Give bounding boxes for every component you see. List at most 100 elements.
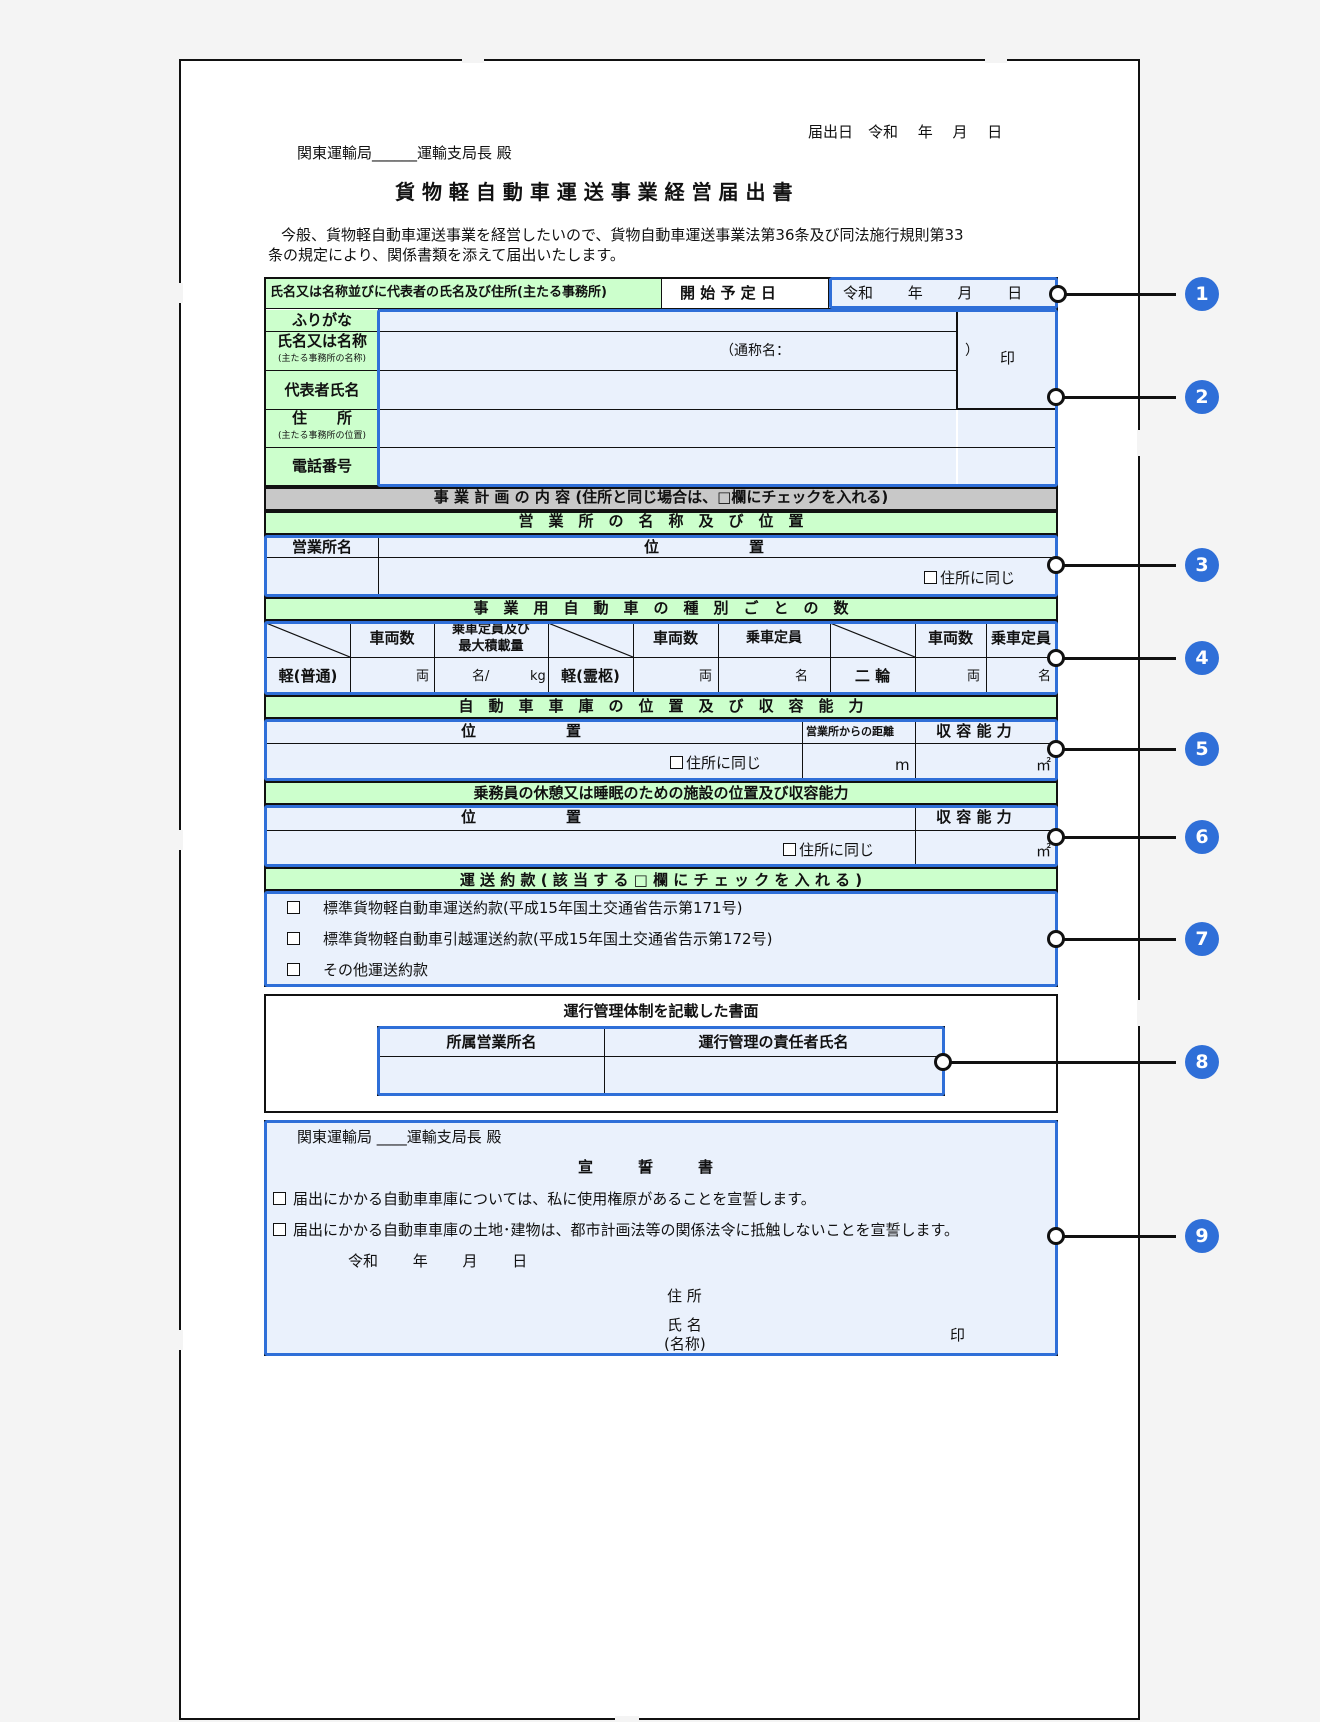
unit-m2-garage: ㎡ [1036,756,1052,774]
management-manager-label: 運行管理の責任者氏名 [698,1033,849,1051]
garage-distance-label: 営業所からの距離 [806,725,894,738]
garage-same-address[interactable]: 住所に同じ [670,756,761,771]
marker-dot-3 [1047,556,1065,574]
count-col-1: 車両数 [369,629,415,647]
highlight-2 [377,309,1058,487]
highlight-8 [377,1026,945,1096]
kei-hearse-label: 軽(霊柩) [561,667,620,685]
terms-2-checkbox[interactable] [287,932,300,945]
unit-mei-2: 名 [795,669,809,684]
label-address-sub: (主たる事務所の位置) [277,431,367,441]
highlight-1 [829,277,1058,309]
highlight-7 [264,891,1058,987]
unit-m: m [895,756,910,774]
seal-box [956,310,1056,410]
terms-option-1[interactable]: 標準貨物軽自動車運送約款(平成15年国土交通省告示第171号) [287,901,742,916]
office-name-label: 営業所名 [291,538,352,556]
oath-date[interactable]: 令和 年 月 日 [348,1252,528,1270]
highlight-3 [264,535,1058,597]
vehicle-diagonals [266,623,916,657]
start-date-value[interactable]: 令和 年 月 日 [843,284,1023,302]
highlight-4 [264,621,1058,695]
applicant-row-label: 氏名又は名称並びに代表者の氏名及び住所(主たる事務所) [270,285,607,300]
marker-dot-6 [1047,828,1065,846]
oath-name-sub: (名称) [664,1335,706,1353]
office-location-label: 位 置 [644,538,765,556]
plan-header: 事 業 計 画 の 内 容 (住所と同じ場合は、□欄にチェックを入れる) [433,488,889,506]
terms-option-3[interactable]: その他運送約款 [287,963,428,978]
unit-ryo-2: 両 [699,669,713,684]
capacity-col-3: 乗車定員 [990,629,1051,647]
management-box [264,994,1058,1113]
marker-dot-2 [1047,388,1065,406]
unit-mei-1: 名/ [472,669,490,684]
marker-dot-8 [934,1053,952,1071]
terms-1-checkbox[interactable] [287,901,300,914]
label-name: 氏名又は名称 [276,332,367,350]
terms-box [264,891,1058,987]
oath-statement-2[interactable]: 届出にかかる自動車車庫の土地･建物は、都市計画法等の関係法令に抵触しないことを宣… [273,1223,959,1238]
highlight-6 [264,805,1058,867]
marker-dot-7 [1047,930,1065,948]
marker-dot-1 [1049,285,1067,303]
label-representative: 代表者氏名 [284,381,360,399]
unit-ryo-3: 両 [967,669,981,684]
rest-header: 乗務員の休憩又は睡眠のための施設の位置及び収容能力 [473,784,849,802]
highlight-5 [264,719,1058,781]
terms-3-checkbox[interactable] [287,963,300,976]
oath-addressee: 関東運輸局 ____運輸支局長 殿 [297,1128,502,1146]
garage-header: 自 動 車 車 庫 の 位 置 及 び 収 容 能 力 [458,697,864,715]
page-title: 貨 物 軽 自 動 車 運 送 事 業 経 営 届 出 書 [395,180,793,204]
vehicle-header: 事 業 用 自 動 車 の 種 別 ご と の 数 [473,599,849,617]
oath-box [264,1120,1058,1356]
addressee: 関東運輸局______運輸支局長 殿 [297,144,512,162]
marker-badge-1: 1 [1185,277,1219,311]
oath-title: 宣 誓 書 [578,1158,714,1176]
oath-2-checkbox[interactable] [273,1223,286,1236]
rest-same-address[interactable]: 住所に同じ [783,843,874,858]
terms-option-2[interactable]: 標準貨物軽自動車引越運送約款(平成15年国土交通省告示第172号) [287,932,772,947]
rest-location-label: 位 置 [461,808,582,826]
capacity-load-label-1: 乗車定員及び [451,622,530,637]
unit-m2-rest: ㎡ [1036,842,1052,860]
marker-badge-7: 7 [1185,922,1219,956]
unit-mei-3: 名 [1038,669,1052,684]
intro-line-2: 条の規定により、関係書類を添えて届出いたします。 [268,246,625,264]
marker-badge-9: 9 [1185,1219,1219,1253]
seal-mark: 印 [1000,349,1016,367]
oath-statement-1[interactable]: 届出にかかる自動車車庫については、私に使用権原があることを宣誓します。 [273,1192,816,1207]
intro-line-1: 今般、貨物軽自動車運送事業を経営したいので、貨物自動車運送事業法第36条及び同法… [281,226,964,244]
marker-badge-3: 3 [1185,548,1219,582]
unit-ryo-1: 両 [416,669,430,684]
garage-same-checkbox[interactable] [670,756,683,769]
marker-badge-8: 8 [1185,1045,1219,1079]
label-phone: 電話番号 [291,457,352,475]
two-wheel-label: 二 輪 [854,667,891,685]
garage-location-label: 位 置 [461,722,582,740]
marker-badge-5: 5 [1185,732,1219,766]
capacity-load-label-2: 最大積載量 [458,639,524,654]
count-col-3: 車両数 [927,629,973,647]
office-same-address[interactable]: 住所に同じ [924,571,1015,586]
oath-address-label: 住 所 [667,1287,702,1305]
marker-dot-5 [1047,740,1065,758]
garage-capacity-label: 収 容 能 力 [936,722,1012,740]
marker-badge-4: 4 [1185,641,1219,675]
label-address: 住 所 [291,409,352,427]
management-office-label: 所属営業所名 [446,1033,537,1051]
office-header: 営 業 所 の 名 称 及 び 位 置 [518,512,804,530]
marker-badge-6: 6 [1185,820,1219,854]
same-address-checkbox[interactable] [924,571,937,584]
highlight-9 [264,1120,1058,1356]
oath-1-checkbox[interactable] [273,1192,286,1205]
marker-dot-4 [1047,649,1065,667]
filing-date: 届出日 令和 年 月 日 [808,123,1003,141]
kei-normal-label: 軽(普通) [278,667,338,685]
label-furigana: ふりがな [291,311,352,329]
count-col-2: 車両数 [652,629,698,647]
capacity-col-2: 乗車定員 [746,630,802,646]
alias-field[interactable]: （通称名： ） [720,343,979,359]
rest-same-checkbox[interactable] [783,843,796,856]
marker-badge-2: 2 [1185,380,1219,414]
rest-capacity-label: 収 容 能 力 [936,808,1012,826]
